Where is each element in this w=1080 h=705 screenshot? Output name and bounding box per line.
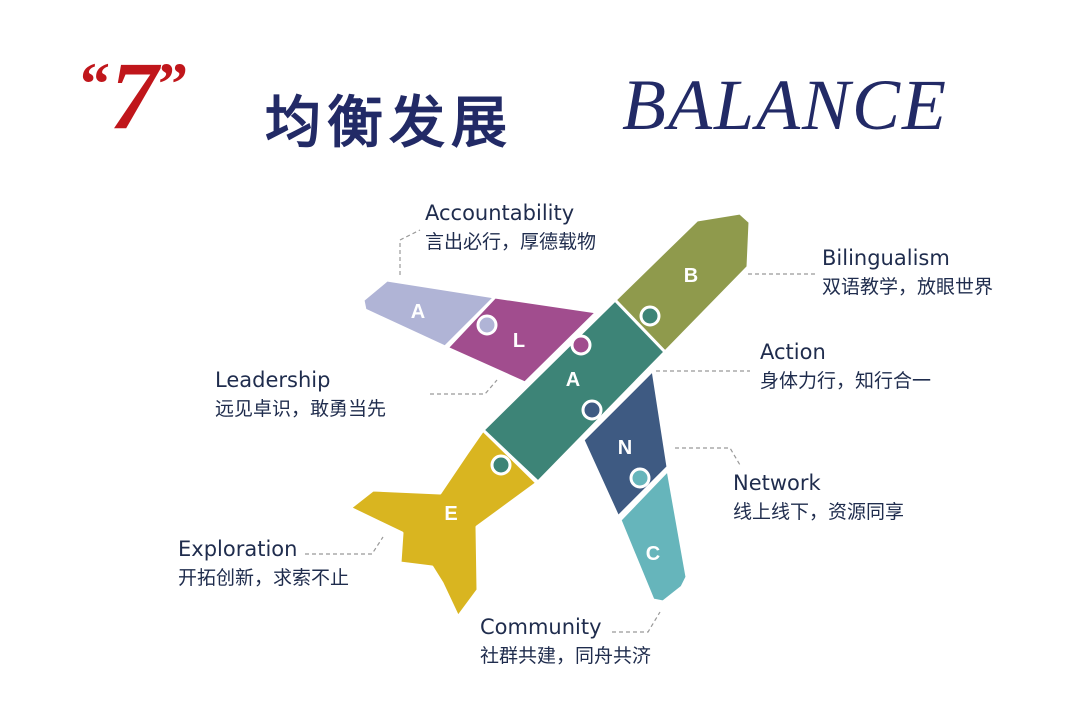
leader-lines bbox=[305, 229, 815, 633]
piece-action bbox=[481, 298, 667, 484]
letter-exploration: E bbox=[444, 503, 457, 525]
letter-accountability: A bbox=[411, 301, 425, 323]
knob-action-e bbox=[490, 454, 512, 476]
piece-community bbox=[618, 468, 689, 604]
knob-leadership bbox=[570, 334, 592, 356]
letter-network: N bbox=[618, 437, 632, 459]
letter-community: C bbox=[646, 543, 660, 565]
knob-community bbox=[629, 467, 651, 489]
leader-accountability bbox=[399, 229, 421, 275]
title-chinese: 均衡发展 bbox=[265, 90, 513, 156]
letter-bilingualism: B bbox=[684, 265, 698, 287]
leader-network bbox=[675, 447, 741, 466]
title-number: “7” bbox=[80, 42, 188, 149]
knob-network bbox=[581, 399, 603, 421]
leader-leadership bbox=[430, 379, 498, 395]
piece-exploration bbox=[348, 428, 539, 619]
leader-exploration bbox=[305, 536, 384, 555]
piece-accountability bbox=[361, 278, 497, 349]
letter-leadership: L bbox=[513, 330, 525, 352]
knob-action-b bbox=[639, 305, 661, 327]
knob-accountability bbox=[476, 314, 498, 336]
letter-action: A bbox=[566, 369, 580, 391]
title-english: BALANCE bbox=[622, 65, 949, 145]
leader-community bbox=[612, 611, 661, 633]
